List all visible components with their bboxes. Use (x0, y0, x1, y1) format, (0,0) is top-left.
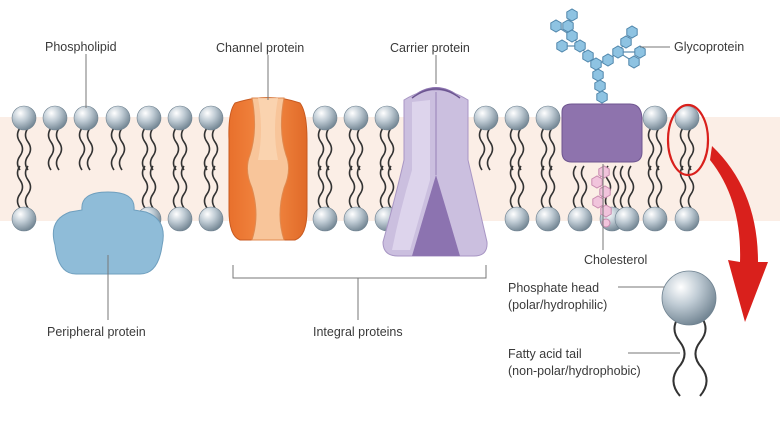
glycoprotein-sugar-chain (550, 8, 646, 104)
phospholipid-top (535, 105, 561, 171)
phospholipid-bottom (312, 165, 338, 232)
glycoprotein-body (561, 103, 643, 163)
sugar-hexagon (590, 57, 602, 71)
sugar-hexagon (626, 25, 638, 39)
cholesterol-hydroxyl (601, 218, 611, 228)
phospholipid-bottom (11, 165, 37, 232)
cholesterol-ring (599, 185, 611, 199)
sugar-hexagon (566, 8, 578, 22)
highlight-circle (666, 103, 710, 177)
highlight-arrow (710, 146, 768, 322)
carrier-protein (382, 87, 488, 257)
phospholipid-top (642, 105, 668, 171)
cholesterol-ring (592, 195, 604, 209)
phospholipid-top (504, 105, 530, 171)
phospholipid-bottom (535, 165, 561, 232)
phospholipid-bottom (198, 165, 224, 232)
sugar-hexagon (582, 49, 594, 63)
sugar-hexagon (592, 68, 604, 82)
label-phosphate-head-note: (polar/hydrophilic) (508, 298, 608, 312)
phospholipid-bottom (642, 165, 668, 232)
label-peripheral-protein: Peripheral protein (47, 325, 146, 339)
sugar-hexagon (612, 45, 624, 59)
label-glycoprotein: Glycoprotein (674, 40, 745, 54)
phospholipid-top (167, 105, 193, 171)
sugar-hexagon (602, 53, 614, 67)
cholesterol-ring (591, 175, 603, 189)
phospholipid-bottom (343, 165, 369, 232)
cholesterol-ring (600, 204, 612, 218)
label-fatty-acid-tail: Fatty acid tail (508, 347, 582, 361)
sugar-hexagon (628, 55, 640, 69)
sugar-hexagon (596, 90, 608, 104)
sugar-hexagon (620, 35, 632, 49)
leader-lines (85, 46, 680, 354)
phospholipid-top (105, 105, 131, 171)
cholesterol-ring (598, 165, 610, 179)
phospholipid-bottom (614, 165, 640, 232)
label-cholesterol: Cholesterol (584, 253, 648, 267)
label-channel-protein: Channel protein (216, 41, 305, 55)
phospholipid-top (674, 105, 700, 171)
phospholipid-top (343, 105, 369, 171)
label-integral-proteins: Integral proteins (313, 325, 403, 339)
label-phospholipid: Phospholipid (45, 40, 117, 54)
phospholipid-top (42, 105, 68, 171)
phospholipid-top (312, 105, 338, 171)
phospholipid-bottom (504, 165, 530, 232)
phospholipid-top (198, 105, 224, 171)
phospholipid-top (11, 105, 37, 171)
sugar-hexagon (574, 39, 586, 53)
zoomed-phospholipid (661, 270, 717, 397)
channel-protein (228, 97, 308, 241)
phospholipid-layer (11, 105, 700, 232)
sugar-hexagon (566, 29, 578, 43)
sugar-hexagon (550, 19, 562, 33)
label-fatty-acid-tail-note: (non-polar/hydrophobic) (508, 364, 641, 378)
label-phosphate-head: Phosphate head (508, 281, 600, 295)
phospholipid-top (473, 105, 499, 171)
sugar-hexagon (634, 45, 646, 59)
sugar-hexagon (562, 19, 574, 33)
phospholipid-top (136, 105, 162, 171)
sugar-hexagon (594, 79, 606, 93)
label-carrier-protein: Carrier protein (390, 41, 470, 55)
phospholipid-bottom (567, 165, 593, 232)
phospholipid-top (374, 105, 400, 171)
phospholipid-bottom (167, 165, 193, 232)
sugar-hexagon (556, 39, 568, 53)
